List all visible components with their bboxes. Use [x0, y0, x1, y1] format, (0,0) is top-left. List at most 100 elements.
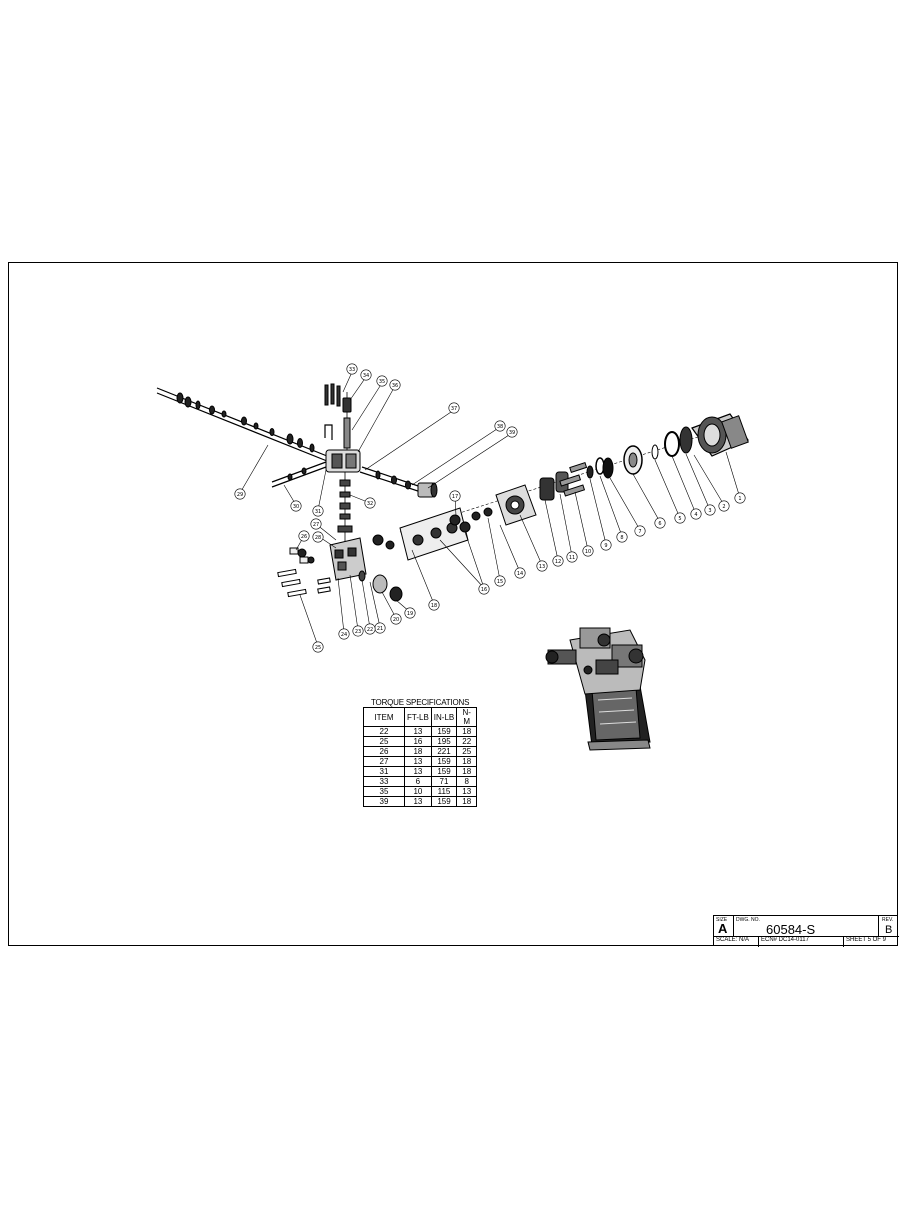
callout-balloon — [346, 363, 358, 375]
bolts — [277, 547, 331, 598]
callout-number: 21 — [377, 626, 383, 632]
callout-layer: 1234567891011121314151617181920212223242… — [234, 363, 746, 653]
callout-number: 19 — [407, 611, 413, 617]
callout-balloon — [449, 490, 461, 502]
callout-balloon — [566, 551, 578, 563]
torque-cell: 13 — [456, 786, 478, 797]
callout-balloon — [298, 530, 310, 542]
callout-number: 18 — [431, 603, 437, 609]
callout-37: 37 — [448, 402, 460, 414]
callout-number: 25 — [315, 645, 321, 651]
callout-balloon — [582, 545, 594, 557]
callout-number: 31 — [315, 509, 321, 515]
torque-cell: 195 — [430, 736, 458, 747]
plungers — [539, 461, 588, 501]
callout-number: 33 — [349, 367, 355, 373]
pump-parts — [176, 383, 749, 602]
torque-cell: 25 — [456, 746, 478, 757]
callout-6: 6 — [654, 517, 666, 529]
callout-balloon — [718, 500, 730, 512]
outlet-fitting — [417, 482, 438, 498]
callout-12: 12 — [552, 555, 564, 567]
callout-number: 20 — [393, 617, 399, 623]
callout-balloon — [310, 518, 322, 530]
callout-number: 22 — [367, 627, 373, 633]
callout-13: 13 — [536, 560, 548, 572]
callout-number: 13 — [539, 564, 545, 570]
size-label: SIZE — [716, 917, 728, 923]
callout-29: 29 — [234, 488, 246, 500]
torque-cell: 22 — [456, 736, 478, 747]
torque-cell: 13 — [404, 796, 432, 807]
callout-8: 8 — [616, 531, 628, 543]
torque-cell: 8 — [456, 776, 478, 787]
callout-number: 15 — [497, 579, 503, 585]
callout-21: 21 — [374, 622, 386, 634]
callout-27: 27 — [310, 518, 322, 530]
callout-balloon — [514, 567, 526, 579]
title-block: SIZE A DWG. NO. 60584-S REV. B SCALE: N/… — [713, 915, 899, 947]
torque-cell: 159 — [430, 766, 458, 777]
callout-number: 32 — [367, 501, 373, 507]
torque-cell: 33 — [363, 776, 405, 787]
callout-balloon — [552, 555, 564, 567]
manifold-block — [325, 449, 361, 473]
callout-number: 12 — [555, 559, 561, 565]
callout-1: 1 — [734, 492, 746, 504]
bearing-rings — [664, 426, 693, 457]
rev-label: REV. — [882, 917, 894, 923]
callout-3: 3 — [704, 504, 716, 516]
torque-cell: 115 — [430, 786, 458, 797]
callout-number: 7 — [638, 529, 641, 535]
callout-20: 20 — [390, 613, 402, 625]
callout-number: 17 — [452, 494, 458, 500]
callout-number: 35 — [379, 379, 385, 385]
torque-cell: 18 — [456, 796, 478, 807]
callout-28: 28 — [312, 531, 324, 543]
callout-balloon — [338, 628, 350, 640]
callout-balloon — [364, 497, 376, 509]
torque-cell: 35 — [363, 786, 405, 797]
callout-7: 7 — [634, 525, 646, 537]
callout-balloon — [494, 420, 506, 432]
callout-balloon — [312, 641, 324, 653]
callout-number: 39 — [509, 430, 515, 436]
vertical-stack — [337, 479, 353, 533]
col-header-item: ITEM — [363, 707, 405, 727]
callout-number: 29 — [237, 492, 243, 498]
callout-10: 10 — [582, 545, 594, 557]
bypass-valve — [358, 570, 403, 602]
callout-2: 2 — [718, 500, 730, 512]
inlet-axis-line-2 — [271, 466, 327, 488]
callout-25: 25 — [312, 641, 324, 653]
callout-balloon — [360, 369, 372, 381]
callout-number: 11 — [569, 555, 575, 561]
col-header-ft-lb: FT-LB — [404, 707, 432, 727]
callout-number: 9 — [604, 543, 607, 549]
torque-cell: 31 — [363, 766, 405, 777]
callout-balloon — [404, 607, 416, 619]
callout-15: 15 — [494, 575, 506, 587]
callout-17: 17 — [449, 490, 461, 502]
callout-number: 16 — [481, 587, 487, 593]
callout-38: 38 — [494, 420, 506, 432]
callout-number: 30 — [293, 504, 299, 510]
callout-35: 35 — [376, 375, 388, 387]
callout-balloon — [690, 508, 702, 520]
torque-cell: 18 — [404, 746, 432, 757]
wand-fittings — [176, 392, 411, 490]
piston-housing — [495, 484, 537, 526]
callout-22: 22 — [364, 623, 376, 635]
callout-balloon — [390, 613, 402, 625]
callout-number: 4 — [694, 512, 697, 518]
swash-plate — [623, 444, 659, 475]
dwg-no-value: 60584-S — [766, 922, 816, 937]
callout-balloon — [389, 379, 401, 391]
callout-number: 34 — [363, 373, 369, 379]
callout-balloon — [428, 599, 440, 611]
